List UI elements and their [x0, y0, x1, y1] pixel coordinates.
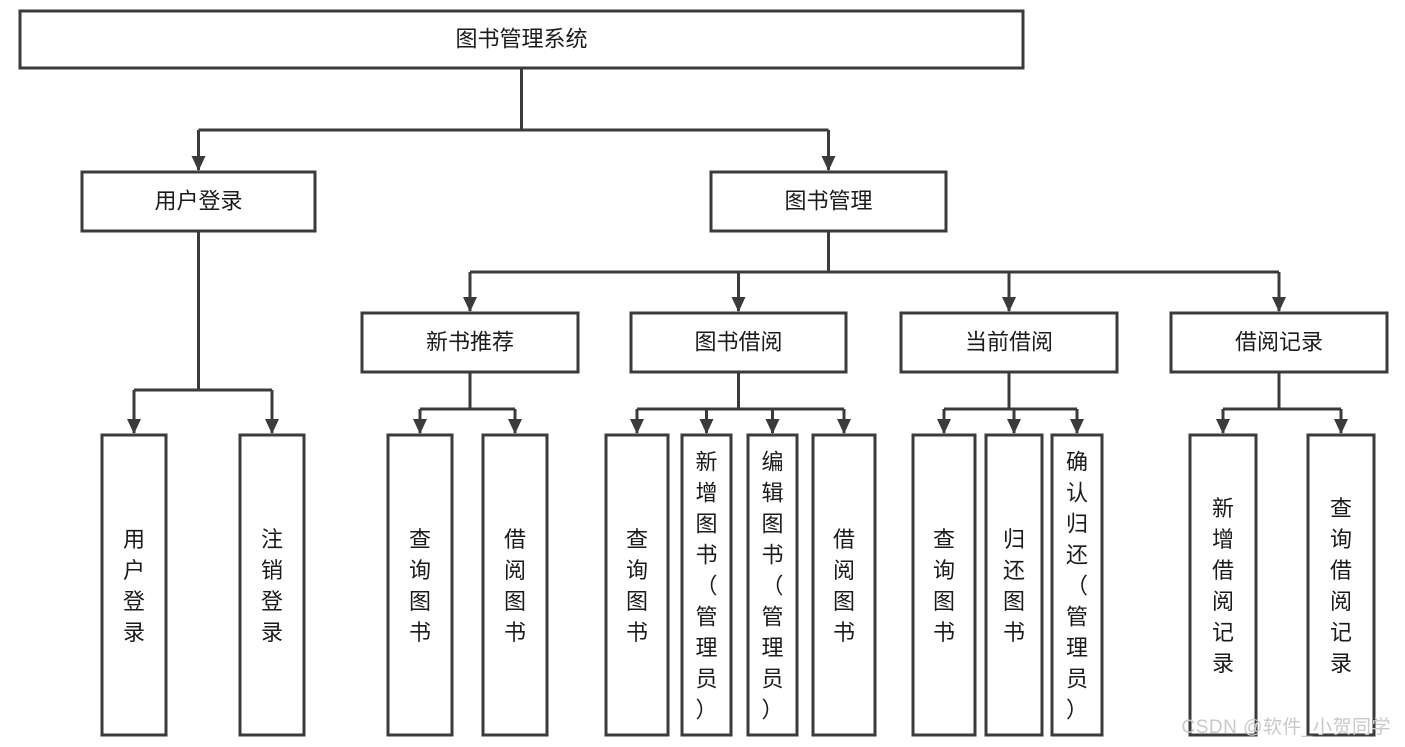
node-label-leaf-add-book-admin: 新增图书（管理员） [695, 450, 717, 723]
node-box-leaf-user-login [100, 433, 168, 737]
node-leaf-confirm-return-admin[interactable]: 确认归还（管理员） [1050, 433, 1104, 737]
node-label-root: 图书管理系统 [455, 26, 587, 51]
node-label-book-borrow: 图书借阅 [694, 329, 782, 354]
arrow-user-login [191, 156, 206, 171]
watermark-text: CSDN @软件_小贺同学 [1181, 717, 1391, 738]
node-box-leaf-query-books-borrow [604, 433, 670, 737]
node-new-book-recommend[interactable]: 新书推荐 [360, 311, 580, 374]
node-leaf-borrow-books-recommend[interactable]: 借阅图书 [481, 433, 549, 737]
node-box-root [18, 9, 1025, 70]
node-leaf-add-book-admin[interactable]: 新增图书（管理员） [680, 433, 733, 737]
node-label-leaf-user-login: 用户登录 [123, 527, 145, 645]
node-user-login[interactable]: 用户登录 [80, 170, 317, 233]
node-label-leaf-query-books-current: 查询图书 [933, 527, 955, 645]
node-label-leaf-query-books-borrow: 查询图书 [626, 527, 648, 645]
arrow-leaf-borrow-book [837, 419, 851, 434]
node-label-leaf-borrow-books-recommend: 借阅图书 [504, 527, 526, 645]
node-label-leaf-confirm-return-admin: 确认归还（管理员） [1066, 450, 1088, 723]
node-layer: 图书管理系统用户登录图书管理新书推荐图书借阅当前借阅借阅记录用户登录注销登录查询… [18, 9, 1389, 737]
node-leaf-query-borrow-record[interactable]: 查询借阅记录 [1306, 433, 1376, 737]
node-box-leaf-add-borrow-record [1188, 433, 1258, 737]
node-label-leaf-query-books-recommend: 查询图书 [409, 527, 431, 645]
node-box-leaf-add-book-admin [680, 433, 733, 737]
node-leaf-add-borrow-record[interactable]: 新增借阅记录 [1188, 433, 1258, 737]
arrow-current-borrow [1002, 297, 1016, 312]
node-book-borrow[interactable]: 图书借阅 [629, 311, 848, 374]
arrow-borrow-records [1272, 297, 1286, 312]
node-box-leaf-return-book [984, 433, 1044, 737]
arrow-leaf-borrow-books-recommend [508, 419, 522, 434]
arrow-book-borrow [731, 297, 746, 312]
arrow-leaf-add-book-admin [699, 419, 714, 434]
node-label-borrow-records: 借阅记录 [1235, 329, 1323, 354]
node-box-current-borrow [899, 311, 1119, 374]
node-leaf-query-books-current[interactable]: 查询图书 [911, 433, 977, 737]
node-leaf-edit-book-admin[interactable]: 编辑图书（管理员） [746, 433, 799, 737]
arrow-leaf-query-books-borrow [630, 419, 644, 434]
arrow-leaf-add-borrow-record [1216, 419, 1230, 434]
node-box-book-borrow [629, 311, 848, 374]
node-current-borrow[interactable]: 当前借阅 [899, 311, 1119, 374]
node-label-new-book-recommend: 新书推荐 [426, 329, 514, 354]
arrow-new-book-recommend [463, 297, 477, 312]
node-label-leaf-logout: 注销登录 [261, 527, 283, 645]
node-leaf-logout[interactable]: 注销登录 [238, 433, 306, 737]
node-label-leaf-borrow-book: 借阅图书 [833, 527, 855, 645]
node-leaf-query-books-recommend[interactable]: 查询图书 [386, 433, 454, 737]
node-book-management[interactable]: 图书管理 [709, 170, 948, 233]
node-label-leaf-return-book: 归还图书 [1003, 527, 1025, 645]
node-borrow-records[interactable]: 借阅记录 [1169, 311, 1389, 374]
arrow-leaf-query-books-recommend [413, 419, 427, 434]
node-label-book-management: 图书管理 [784, 188, 872, 213]
node-leaf-return-book[interactable]: 归还图书 [984, 433, 1044, 737]
node-label-user-login: 用户登录 [154, 188, 242, 213]
node-root[interactable]: 图书管理系统 [18, 9, 1025, 70]
node-box-leaf-borrow-books-recommend [481, 433, 549, 737]
node-label-leaf-query-borrow-record: 查询借阅记录 [1330, 496, 1352, 676]
node-label-current-borrow: 当前借阅 [965, 329, 1053, 354]
node-box-leaf-query-books-current [911, 433, 977, 737]
node-leaf-user-login[interactable]: 用户登录 [100, 433, 168, 737]
node-box-user-login [80, 170, 317, 233]
node-leaf-query-books-borrow[interactable]: 查询图书 [604, 433, 670, 737]
node-label-leaf-add-borrow-record: 新增借阅记录 [1212, 496, 1234, 676]
arrow-leaf-return-book [1007, 419, 1021, 434]
arrow-leaf-query-books-current [937, 419, 951, 434]
node-label-leaf-edit-book-admin: 编辑图书（管理员） [761, 450, 783, 723]
arrow-leaf-confirm-return-admin [1070, 419, 1084, 434]
node-box-leaf-query-borrow-record [1306, 433, 1376, 737]
node-box-leaf-logout [238, 433, 306, 737]
node-leaf-borrow-book[interactable]: 借阅图书 [811, 433, 877, 737]
node-box-borrow-records [1169, 311, 1389, 374]
node-box-leaf-confirm-return-admin [1050, 433, 1104, 737]
arrow-leaf-user-login [127, 419, 141, 434]
arrow-leaf-logout [265, 419, 279, 434]
arrow-leaf-query-borrow-record [1334, 419, 1348, 434]
connector-layer [127, 68, 1348, 434]
node-box-leaf-borrow-book [811, 433, 877, 737]
arrow-book-management [821, 156, 836, 171]
node-box-new-book-recommend [360, 311, 580, 374]
arrow-leaf-edit-book-admin [765, 419, 780, 434]
node-box-book-management [709, 170, 948, 233]
node-box-leaf-edit-book-admin [746, 433, 799, 737]
node-box-leaf-query-books-recommend [386, 433, 454, 737]
